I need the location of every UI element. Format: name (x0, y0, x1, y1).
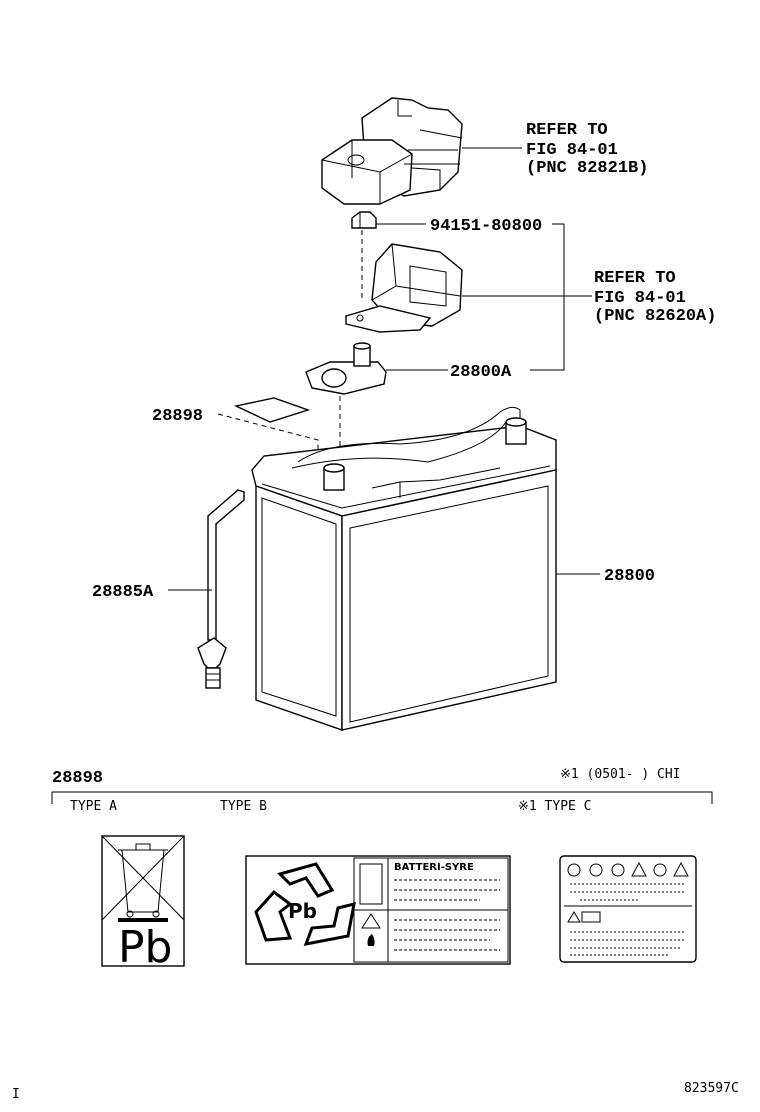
battery-label: 28800 (604, 567, 655, 586)
sticker-label: 28898 (152, 407, 203, 426)
bolt-label: 94151-80800 (430, 217, 542, 236)
type-c-label: ※1 TYPE C (518, 799, 592, 814)
batteri-syre-title: BATTERI-SYRE (394, 862, 474, 873)
refer2-line2: FIG 84-01 (594, 289, 686, 308)
refer2-line1: REFER TO (594, 269, 676, 288)
refer1-line3: (PNC 82821B) (526, 159, 648, 178)
battery-part (251, 406, 557, 731)
warning-symbols-row (567, 861, 689, 877)
table-part-number: 28898 (52, 769, 103, 788)
footer-left-mark: I (12, 1087, 20, 1102)
type-a-label: TYPE A (70, 799, 117, 814)
hold-down-rod-part (197, 489, 245, 689)
terminal-clamp-part (305, 342, 387, 395)
sticker-part (233, 397, 311, 423)
sticker-leader (217, 413, 319, 470)
drawing-code: 823597C (684, 1081, 739, 1096)
type-a-sticker: Pb (101, 835, 185, 973)
relay-cover-part (321, 97, 463, 205)
table-bracket (51, 791, 713, 804)
type-b-label: TYPE B (220, 799, 267, 814)
fuse-block-part (345, 243, 463, 333)
refer2-line3: (PNC 82620A) (594, 307, 716, 326)
type-c-sticker (559, 855, 697, 963)
refer1-line1: REFER TO (526, 121, 608, 140)
refer1-line2: FIG 84-01 (526, 141, 618, 160)
pb-symbol-b: Pb (288, 899, 317, 923)
type-b-sticker: Pb BATTERI-SYRE (245, 855, 511, 965)
clamp-label: 28800A (450, 363, 512, 382)
bolt-part (351, 211, 377, 229)
callout-bracket (530, 223, 565, 371)
fine-print-lines-b (394, 879, 500, 951)
table-note: ※1 (0501- ) CHI (560, 767, 680, 782)
rod-label: 28885A (92, 583, 154, 602)
pb-symbol-a: Pb (118, 922, 172, 973)
recycle-icon: Pb (254, 862, 356, 946)
